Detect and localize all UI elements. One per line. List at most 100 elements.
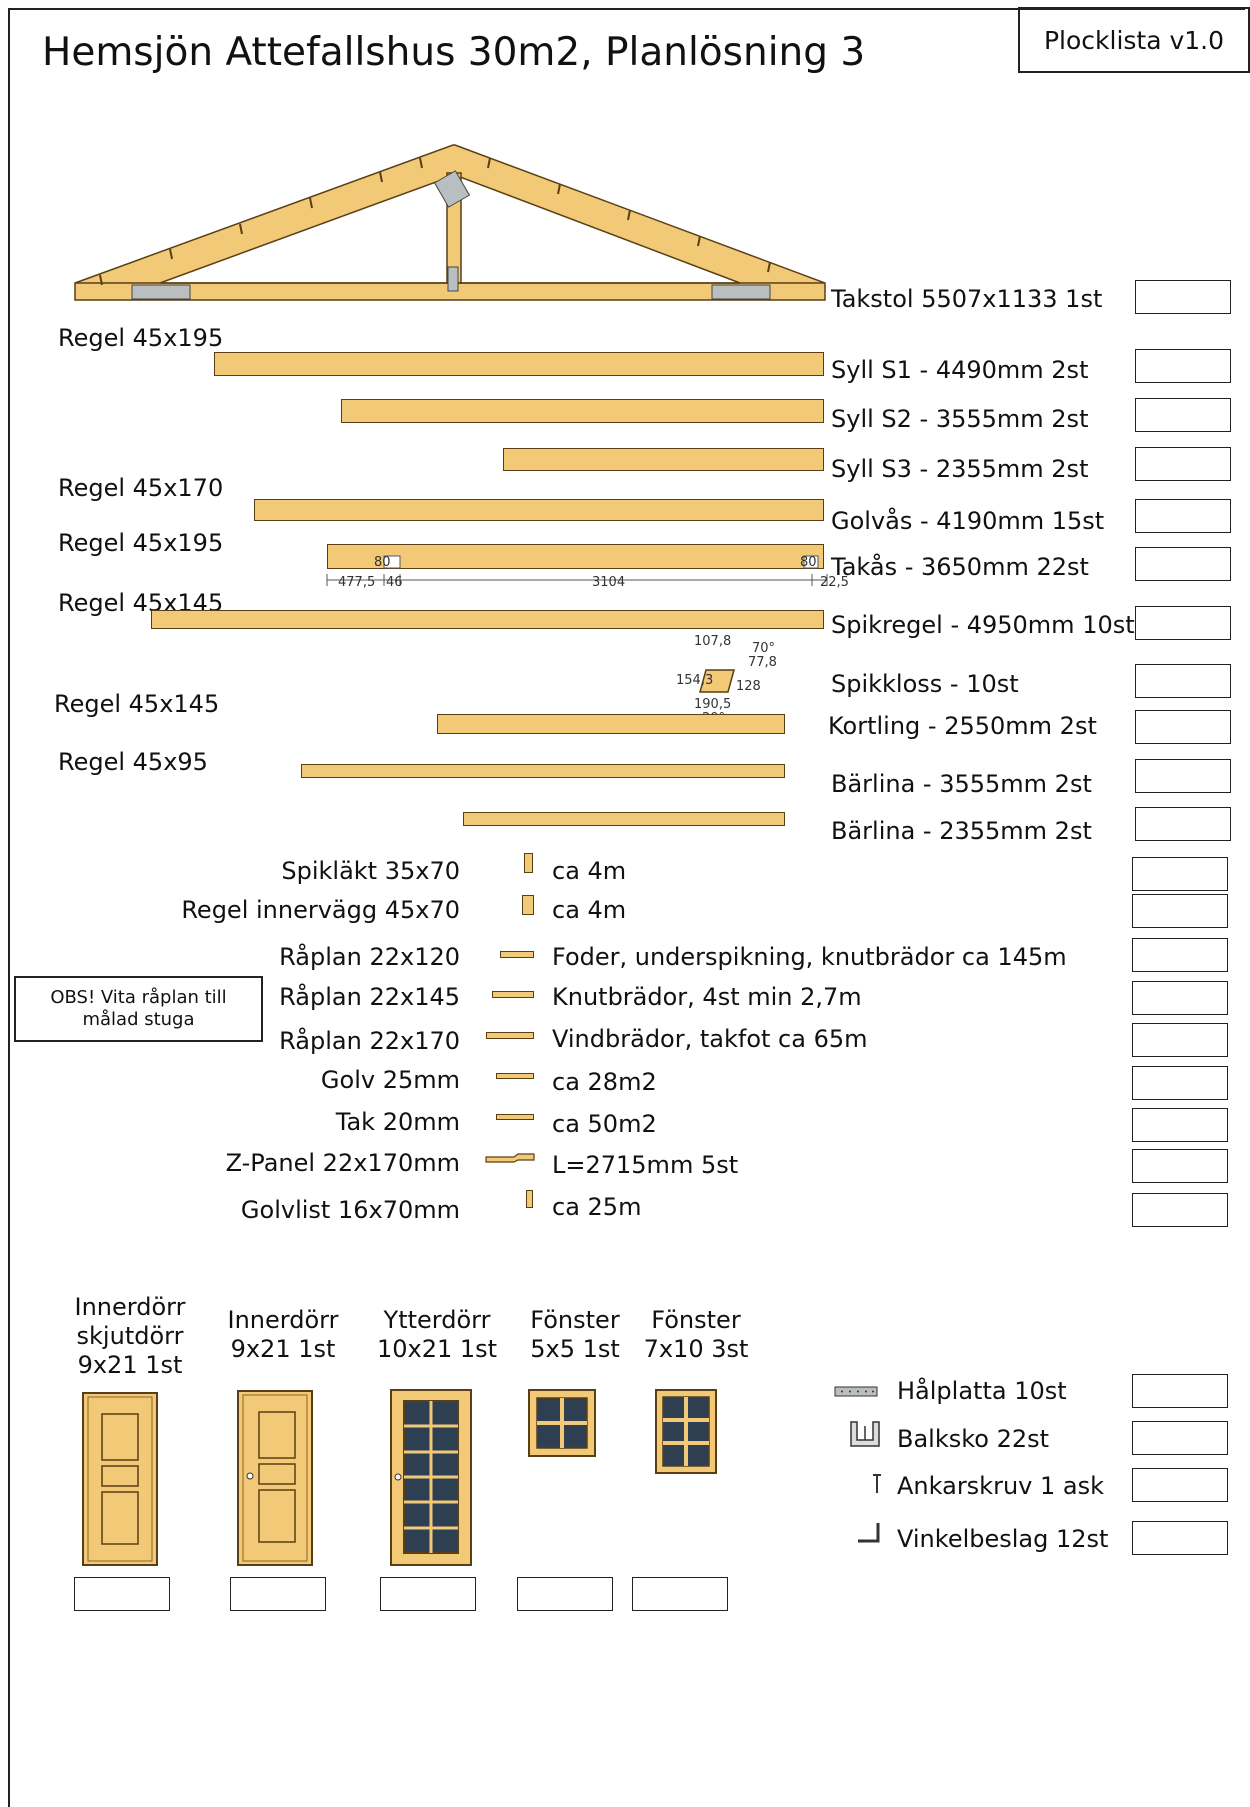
item-label: Spikregel - 4950mm 10st [831,611,1135,639]
group-label: Regel 45x95 [58,748,208,776]
takas-dim: 477,5 [338,575,375,590]
checkbox-material[interactable] [1132,1193,1228,1227]
board-takas [327,544,824,569]
checkbox-window-5x5[interactable] [517,1577,613,1611]
spikkloss-dim: 128 [736,679,761,694]
checkbox-material[interactable] [1132,1066,1228,1100]
material-desc: Vindbrädor, takfot ca 65m [552,1025,868,1053]
item-label: Kortling - 2550mm 2st [828,712,1097,740]
checkbox-hardware[interactable] [1132,1374,1228,1408]
checkbox-window-7x10[interactable] [632,1577,728,1611]
checkbox-material[interactable] [1132,1149,1228,1183]
profile-icon [486,1032,534,1039]
checkbox-material[interactable] [1132,1108,1228,1142]
material-name: Råplan 22x170 [279,1027,460,1055]
hardware-label: Vinkelbeslag 12st [897,1525,1109,1553]
checkbox-sliding-door[interactable] [74,1577,170,1611]
caption-line: 9x21 1st [230,1334,336,1363]
spikkloss-dim: 107,8 [694,634,731,649]
checkbox-hardware[interactable] [1132,1468,1228,1502]
material-name: Golvlist 16x70mm [240,1196,460,1224]
board-spikregel [151,610,824,629]
profile-icon [522,895,534,915]
checkbox-syll-s1[interactable] [1135,349,1231,383]
material-desc: ca 28m2 [552,1068,657,1096]
checkbox-golvas[interactable] [1135,499,1231,533]
caption-line: Innerdörr [74,1293,186,1321]
caption-line: 7x10 3st [643,1334,749,1363]
checkbox-spikregel[interactable] [1135,606,1231,640]
spikkloss-dim: 77,8 [748,655,777,670]
checkbox-inner-door[interactable] [230,1577,326,1611]
board-golvas [254,499,824,521]
checkbox-hardware[interactable] [1132,1521,1228,1555]
checkbox-barlina-3555[interactable] [1135,759,1231,793]
obs-note-line: OBS! Vita råplan till [50,987,227,1009]
checkbox-material[interactable] [1132,857,1228,891]
material-name: Z-Panel 22x170mm [225,1149,460,1177]
group-label: Regel 45x170 [58,474,224,502]
takas-dim: 3104 [592,575,625,590]
checkbox-outer-door[interactable] [380,1577,476,1611]
material-desc: Foder, underspikning, knutbrädor ca 145m [552,943,1067,971]
group-label: Regel 45x145 [54,690,220,718]
group-label: Regel 45x195 [58,529,224,557]
caption-line: 9x21 1st [77,1350,183,1379]
item-label: Takås - 3650mm 22st [831,553,1089,581]
item-label: Spikkloss - 10st [831,670,1019,698]
spikkloss-dim: 154,3 [676,673,713,688]
caption-line: Ytterdörr [383,1306,491,1334]
material-desc: ca 4m [552,896,627,924]
profile-icon [496,1073,534,1079]
hardware-label: Ankarskruv 1 ask [897,1472,1104,1500]
spikkloss-detail: 107,8 70° 77,8 154,3 128 190,5 20° [676,634,777,726]
material-desc: ca 4m [552,857,627,885]
caption-line: Innerdörr [227,1306,339,1334]
takas-dim: 80 [800,555,817,570]
item-label: Bärlina - 2355mm 2st [831,817,1092,845]
z-panel-profile-icon [485,1153,535,1163]
obs-note-line: målad stuga [82,1009,195,1030]
profile-icon [524,853,533,873]
roof-truss-drawing [74,144,826,301]
material-desc: ca 50m2 [552,1110,657,1138]
profile-icon [500,951,534,958]
material-name: Råplan 22x120 [279,943,460,971]
window-caption: Fönster 7x10 3st [636,1306,756,1364]
board-syll-s1 [214,352,824,376]
checkbox-material[interactable] [1132,1023,1228,1057]
checkbox-hardware[interactable] [1132,1421,1228,1455]
checkbox-spikkloss[interactable] [1135,664,1231,698]
angle-bracket-icon [858,1523,880,1543]
item-label: Bärlina - 3555mm 2st [831,770,1092,798]
item-label: Golvås - 4190mm 15st [831,507,1105,535]
spikkloss-dim: 190,5 [694,697,731,712]
item-label: Syll S1 - 4490mm 2st [831,356,1089,384]
takstol-label: Takstol 5507x1133 1st [831,285,1103,313]
board-syll-s3 [503,448,824,471]
checkbox-syll-s3[interactable] [1135,447,1231,481]
caption-line: skjutdörr [76,1321,184,1350]
profile-icon [496,1114,534,1120]
checkbox-material[interactable] [1132,981,1228,1015]
spikkloss-dim: 70° [752,641,775,656]
joist-hanger-icon [850,1421,880,1447]
door-caption: Innerdörr skjutdörr 9x21 1st [55,1293,205,1379]
checkbox-barlina-2355[interactable] [1135,807,1231,841]
checkbox-kortling[interactable] [1135,710,1231,744]
profile-icon [492,991,534,998]
door-caption: Innerdörr 9x21 1st [208,1306,358,1364]
checkbox-takstol[interactable] [1135,280,1231,314]
version-box: Plocklista v1.0 [1018,7,1250,73]
takas-dim: 46 [386,575,403,590]
checkbox-syll-s2[interactable] [1135,398,1231,432]
checkbox-takas[interactable] [1135,547,1231,581]
material-name: Regel innervägg 45x70 [181,896,460,924]
checkbox-material[interactable] [1132,938,1228,972]
material-desc: Knutbrädor, 4st min 2,7m [552,983,862,1011]
board-kortling [437,714,785,734]
sliding-door-icon [82,1392,158,1566]
hardware-label: Balksko 22st [897,1425,1050,1453]
board-barlina-3555 [301,764,785,778]
checkbox-material[interactable] [1132,894,1228,928]
